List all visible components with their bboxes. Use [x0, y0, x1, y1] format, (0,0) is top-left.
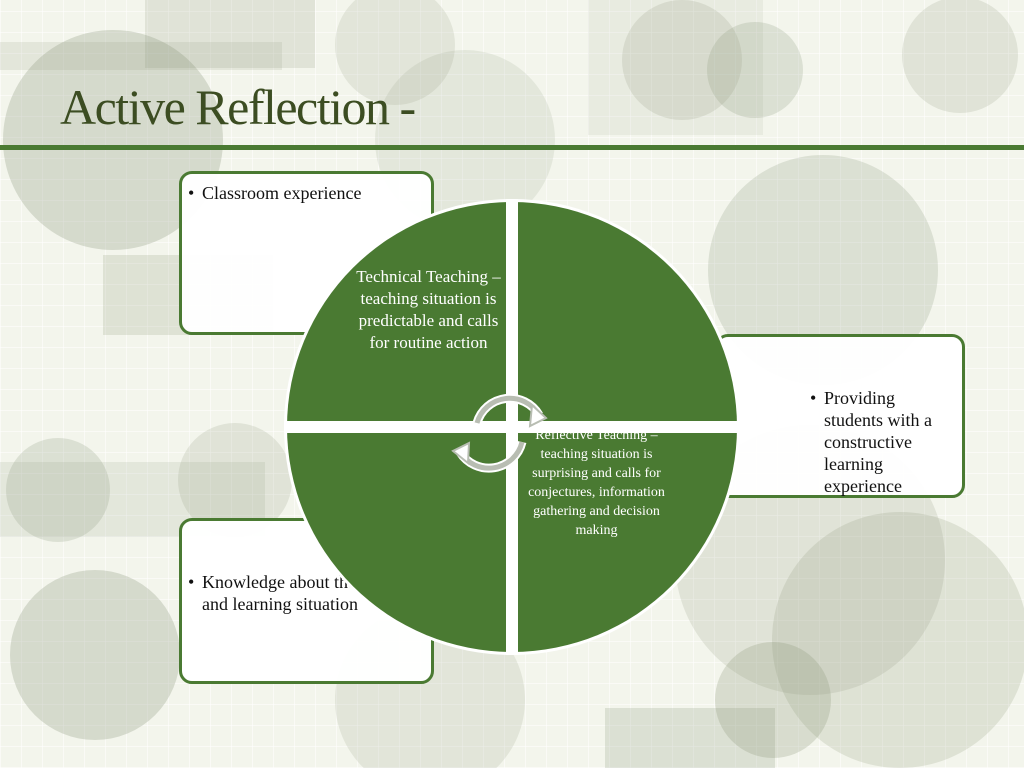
slide-title: Active Reflection -	[60, 79, 416, 135]
quadrant-reflective-teaching: Reflective Teaching – teaching situation…	[528, 428, 665, 538]
bullet-item: Classroom experience	[182, 182, 423, 204]
divider-horizontal	[284, 421, 740, 433]
cycle-arrows-icon	[451, 393, 548, 473]
title-divider	[0, 145, 1024, 150]
bullet-item: Providing students with a constructive l…	[804, 387, 954, 497]
box-constructive-experience: Providing students with a constructive l…	[715, 334, 965, 498]
quadrant-technical-teaching: Technical Teaching – teaching situation …	[356, 267, 501, 352]
